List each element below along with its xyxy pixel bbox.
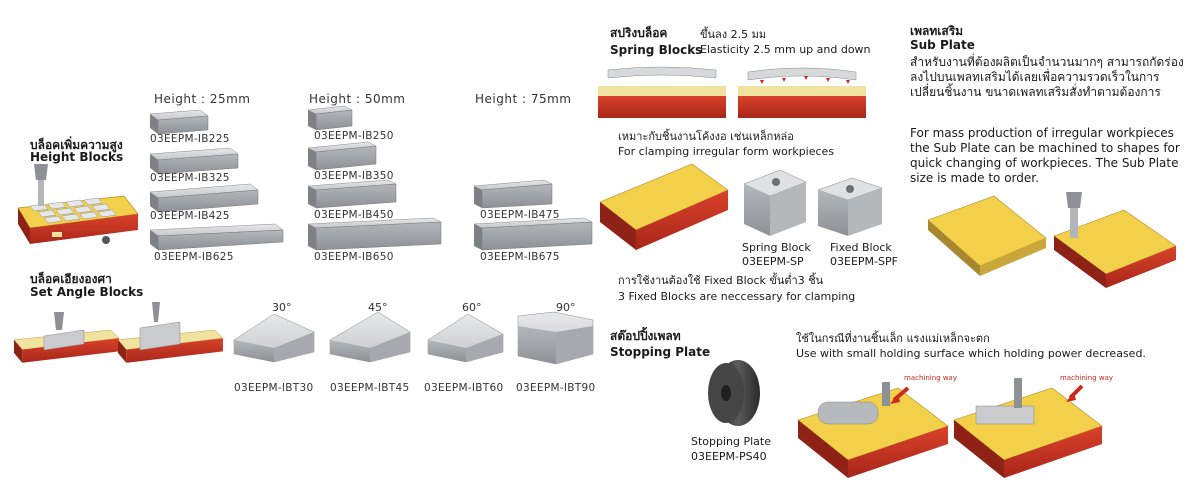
code-ib225: 03EEPM-IB225 [150,133,230,145]
code-ibt30: 03EEPM-IBT30 [234,382,314,394]
height-header-50: Height : 50mm [309,92,406,106]
sub-plate-desc-en: For mass production of irregular workpie… [910,126,1180,185]
block-ib625 [149,222,285,251]
spring-usage-th: เหมาะกับชิ้นงานโค้งงอ เช่นเหล็กหล่อ [618,130,794,143]
code-ib325: 03EEPM-IB325 [150,172,230,184]
stopping-usage-th: ใช้ในกรณีที่งานชิ้นเล็ก แรงแม่เหล็กจะตก [796,332,990,345]
spring-block-illustration [740,168,808,238]
chuck-angle-2 [117,298,228,373]
magnetic-chuck-height-blocks [16,160,141,260]
spring-block-label: Spring Block [742,241,811,254]
height-blocks-title-en: Height Blocks [30,150,124,164]
code-ib625: 03EEPM-IB625 [154,251,234,263]
code-ib350: 03EEPM-IB350 [314,170,394,182]
angle-90-label: 90° [556,301,576,314]
stopping-chuck-1 [797,366,950,478]
sub-plate-title-th: เพลทเสริม [910,24,964,38]
fixed-block-label: Fixed Block [830,241,892,254]
spring-title-th: สปริงบล็อค [610,26,668,40]
spring-chuck-2 [738,64,866,124]
spring-title-en: Spring Blocks [610,43,703,57]
height-header-75: Height : 75mm [475,92,572,106]
height-header-25: Height : 25mm [154,92,251,106]
block-ib250 [307,105,353,132]
elasticity-en: Elasticity 2.5 mm up and down [700,43,871,56]
angle-block-45 [329,310,411,363]
code-ibt90: 03EEPM-IBT90 [516,382,596,394]
sub-plate-title-en: Sub Plate [910,38,975,52]
block-ib675 [473,217,594,251]
block-ib450 [307,179,398,209]
spring-note-th: การใช้งานต้องใช้ Fixed Block ขั้นต่ำ3 ชิ… [618,274,824,287]
code-ib650: 03EEPM-IB650 [314,251,394,263]
block-ib650 [307,217,443,251]
set-angle-title-th: บล็อคเอียงองศา [30,272,112,286]
block-ib350 [307,141,378,171]
spring-chuck-1 [598,64,726,124]
code-ib250: 03EEPM-IB250 [314,130,394,142]
code-ib450: 03EEPM-IB450 [314,209,394,221]
sub-plate-chuck [1053,188,1178,288]
stopping-title-en: Stopping Plate [610,345,711,359]
stopping-chuck-2 [953,366,1104,478]
spring-note-en: 3 Fixed Blocks are neccessary for clampi… [618,290,856,303]
code-ib475: 03EEPM-IB475 [480,209,560,221]
fixed-block-code: 03EEPM-SPF [830,255,898,268]
code-ib425: 03EEPM-IB425 [150,210,230,222]
block-ib475 [473,179,554,209]
sub-plate-desc-th: สำหรับงานที่ต้องผลิตเป็นจำนวนมากๆ สามารถ… [910,55,1184,99]
stopping-plate-label: Stopping Plate [691,435,772,448]
angle-45-label: 45° [368,301,388,314]
angle-60-label: 60° [462,301,482,314]
sub-plate-illustration [927,195,1048,286]
angle-block-60 [427,310,504,363]
angle-30-label: 30° [272,301,292,314]
spring-block-chuck [599,163,732,264]
block-ib325 [149,146,240,175]
angle-block-90 [517,311,594,365]
code-ib675: 03EEPM-IB675 [480,251,560,263]
machining-way-label-1: machining way [904,374,957,382]
set-angle-title-en: Set Angle Blocks [30,285,144,299]
stopping-plate-disc [704,358,764,428]
code-ibt45: 03EEPM-IBT45 [330,382,410,394]
height-blocks-title-th: บล็อคเพิ่มความสูง [30,138,123,152]
code-ibt60: 03EEPM-IBT60 [424,382,504,394]
stopping-title-th: สต๊อปปิ้งเพลท [610,329,681,343]
fixed-block-illustration [817,177,883,236]
machining-way-label-2: machining way [1060,374,1113,382]
spring-usage-en: For clamping irregular form workpieces [618,145,835,158]
block-ib425 [149,183,260,213]
elasticity-th: ขึ้นลง 2.5 มม [700,28,767,41]
chuck-angle-1 [13,300,124,375]
stopping-usage-en: Use with small holding surface which hol… [796,347,1146,360]
angle-block-30 [233,312,315,363]
block-ib225 [149,108,210,135]
stopping-plate-code: 03EEPM-PS40 [691,450,767,463]
spring-block-code: 03EEPM-SP [742,255,804,268]
